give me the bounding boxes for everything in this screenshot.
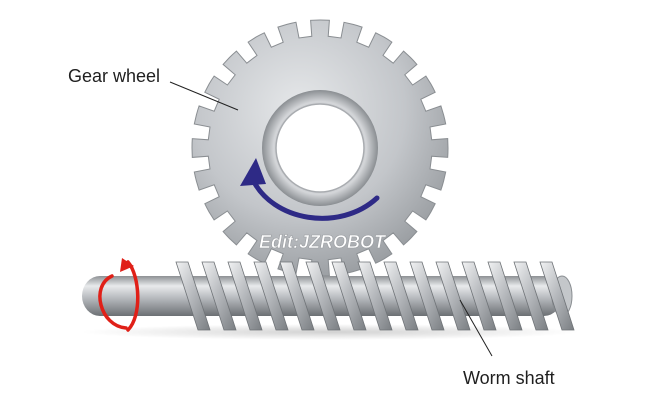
worm-thread [513, 261, 549, 331]
worm-thread [331, 261, 367, 331]
worm-shaft-label: Worm shaft [463, 368, 555, 388]
worm-thread [409, 261, 445, 331]
worm-thread [305, 261, 341, 331]
worm-thread [487, 261, 523, 331]
gear-wheel-label: Gear wheel [68, 66, 161, 86]
worm-thread [383, 261, 419, 331]
gear-wheel-leader-line [169, 81, 239, 111]
worm-thread [227, 261, 263, 331]
worm-threads [175, 261, 575, 331]
gear-bore [275, 103, 365, 193]
worm-shaft [82, 261, 575, 331]
worm-thread [539, 261, 575, 331]
gear-wheel [191, 19, 449, 277]
shaft-rotation-arrow-icon [98, 258, 140, 332]
gear-rotation-arrow-icon [240, 158, 380, 221]
worm-thread [201, 261, 237, 331]
worm-thread [175, 261, 211, 331]
worm-thread [357, 261, 393, 331]
worm-thread [435, 261, 471, 331]
worm-shaft-leader-line [459, 299, 493, 357]
worm-thread [461, 261, 497, 331]
worm-thread [253, 261, 289, 331]
watermark-text: Edit:JZROBOT [259, 232, 387, 252]
worm-thread [279, 261, 315, 331]
